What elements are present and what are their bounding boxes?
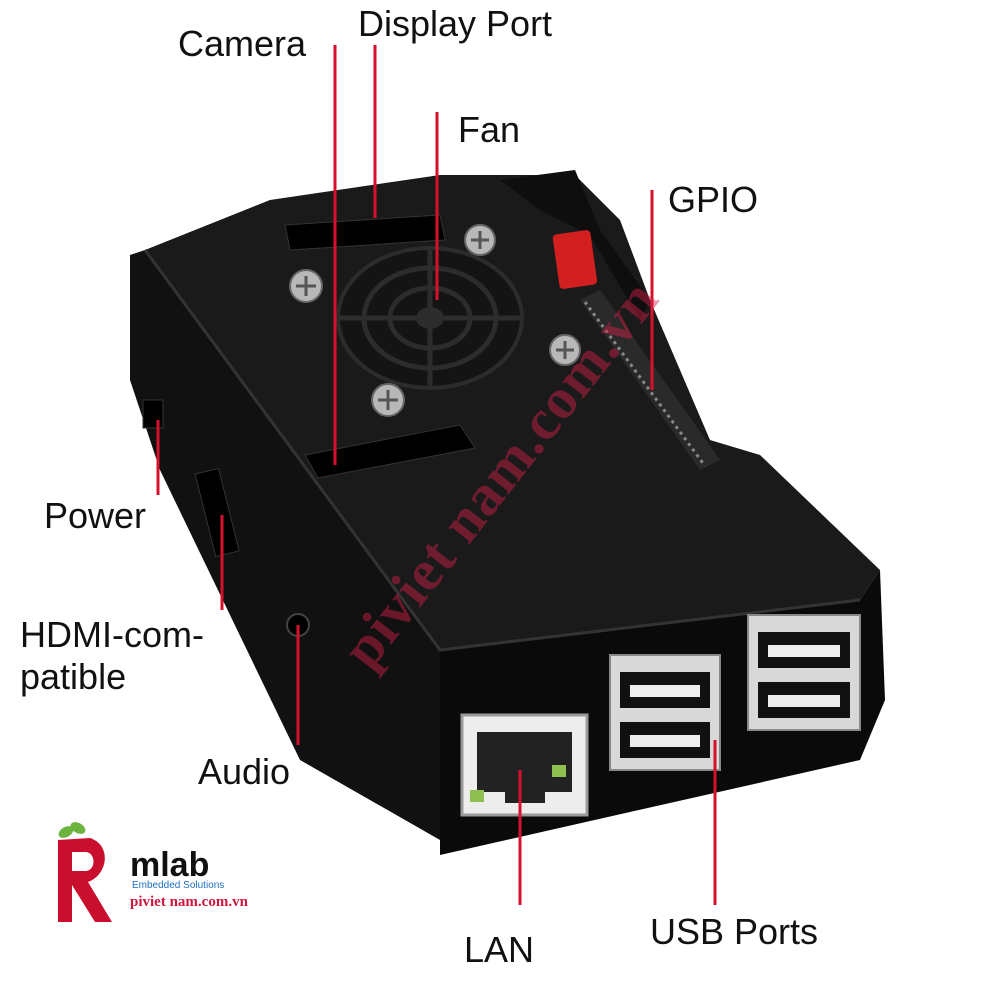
gpio-label: GPIO — [668, 179, 759, 220]
gpio-header — [552, 230, 720, 470]
leader-lines — [156, 45, 717, 905]
display-port-label: Display Port — [358, 3, 553, 44]
rmlab-logo-mark — [58, 822, 112, 922]
display-port-slot — [284, 214, 446, 251]
fan-label: Fan — [458, 109, 521, 150]
hdmi-port — [194, 467, 240, 558]
case-rear-block — [500, 170, 650, 320]
fan-grille — [336, 246, 524, 390]
case-top-edge — [143, 249, 861, 652]
case-top-surface — [145, 175, 880, 650]
hdmi-label: HDMI-com-patible — [20, 614, 260, 699]
usb-ports-label: USB Ports — [650, 911, 819, 952]
logo-url: piviet nam.com.vn — [130, 894, 248, 910]
lan-label: LAN — [464, 929, 535, 970]
power-label: Power — [44, 495, 147, 536]
screw — [549, 334, 581, 366]
camera-slot — [304, 424, 476, 479]
screw — [371, 383, 405, 417]
logo-brand: mlab — [130, 846, 210, 884]
lan-port — [460, 713, 589, 817]
camera-label: Camera — [178, 23, 307, 64]
logo-tagline: Embedded Solutions — [132, 880, 225, 891]
raspberry-pi-case — [130, 170, 885, 855]
usb-ports — [609, 614, 861, 771]
case-left-side — [130, 250, 440, 840]
power-port — [142, 399, 164, 429]
screw — [289, 269, 323, 303]
audio-label: Audio — [198, 751, 291, 792]
hdmi-label-text: HDMI-com-patible — [20, 614, 204, 698]
screw — [464, 224, 496, 256]
